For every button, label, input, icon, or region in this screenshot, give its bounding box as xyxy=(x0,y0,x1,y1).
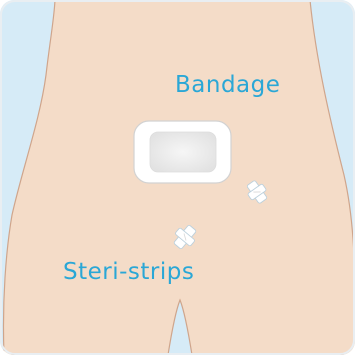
bandage-label: Bandage xyxy=(175,72,280,98)
steri-strips-label: Steri-strips xyxy=(63,259,194,285)
bandage-icon xyxy=(134,121,231,183)
